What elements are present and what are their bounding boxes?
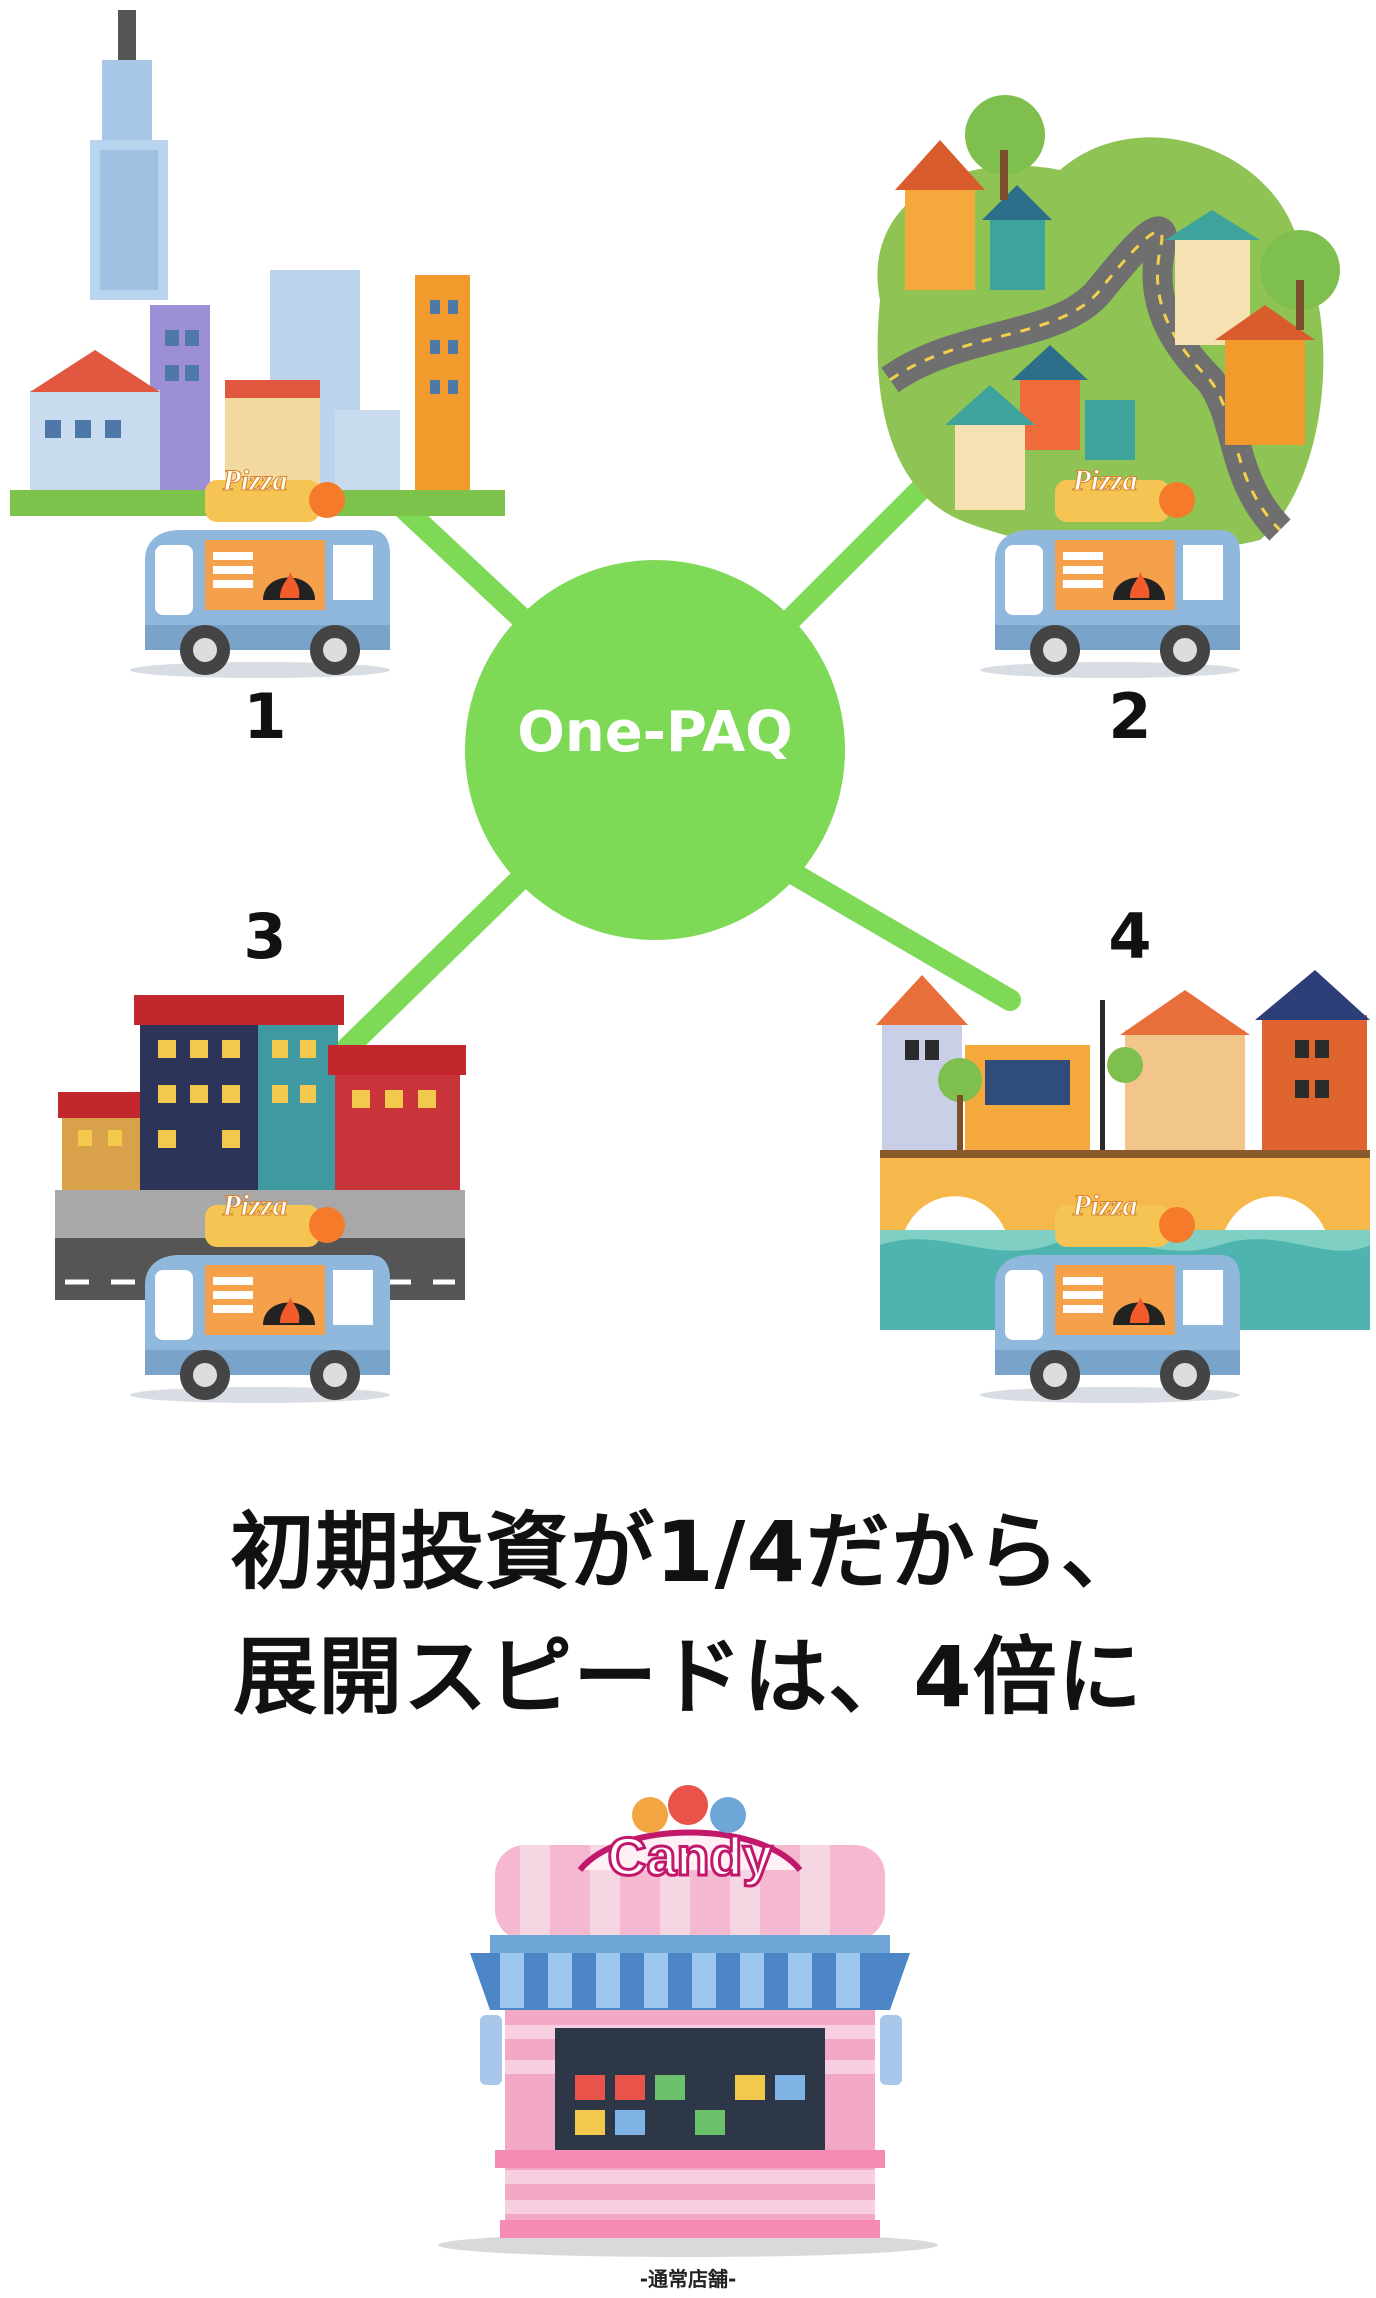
connector-2 (759, 469, 941, 651)
candy-shop-illustration (438, 1785, 938, 2257)
scene-3-street-illustration (55, 995, 466, 1300)
shop-caption: -通常店舗- (639, 2267, 737, 2291)
headline-line-1: 初期投資が1/4だから、 (230, 1503, 1146, 1601)
connector-3 (324, 849, 551, 1071)
truck-sign-1: Pizza (221, 464, 287, 497)
node-number-1: 1 (243, 680, 287, 753)
candy-sign: Candy (607, 1827, 772, 1887)
connector-4 (759, 849, 1021, 1011)
truck-sign-2: Pizza (1071, 464, 1137, 497)
truck-sign-4: Pizza (1071, 1189, 1137, 1222)
node-number-3: 3 (243, 900, 287, 973)
node-number-4: 4 (1108, 900, 1152, 973)
hub-circle (465, 560, 845, 940)
scene-2-village-illustration (877, 95, 1340, 554)
truck-sign-3: Pizza (221, 1189, 287, 1222)
scene-1-city-illustration (10, 10, 505, 516)
headline-line-2: 展開スピードは、4倍に (233, 1628, 1143, 1726)
node-number-2: 2 (1108, 680, 1152, 753)
hub-label: One-PAQ (517, 700, 793, 765)
